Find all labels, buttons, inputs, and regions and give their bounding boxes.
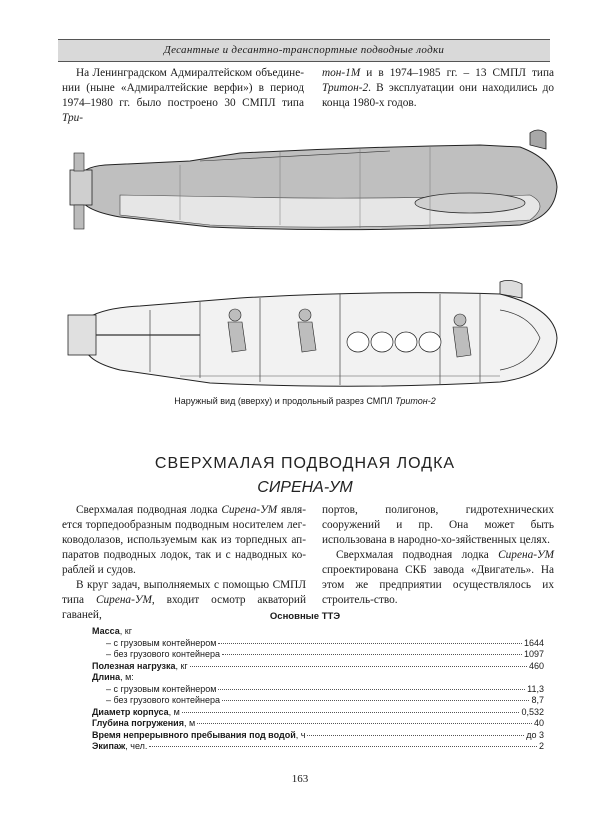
spec-row: Время непрерывного пребывания под водой,…: [92, 729, 544, 740]
body-paragraph: Сверхмалая подводная лодка Сирена-УМ явл…: [62, 504, 306, 576]
spec-row: Экипаж, чел.2: [92, 741, 544, 751]
section-subtitle: СИРЕНА-УМ: [257, 479, 353, 496]
body-left-column: Сверхмалая подводная лодка Сирена-УМ явл…: [62, 503, 306, 623]
page-number: 163: [291, 773, 309, 785]
body-paragraph: портов, полигонов, гидротехнических соор…: [322, 504, 554, 546]
figure-caption: Наружный вид (вверху) и продольный разре…: [174, 396, 436, 406]
spec-row: Длина, м:: [92, 672, 134, 682]
section-title: СВЕРХМАЛАЯ ПОДВОДНАЯ ЛОДКА: [154, 455, 456, 472]
spec-row: Масса, кг: [92, 626, 132, 636]
submarine-cutaway-drawing: [67, 280, 558, 387]
running-head: Десантные и десантно-транспортные подвод…: [58, 39, 550, 62]
intro-paragraph-continued: тон-1М и в 1974–1985 гг. – 13 СМПЛ типа …: [322, 67, 554, 109]
body-paragraph: В круг задач, выполняемых с помощью СМПЛ…: [62, 579, 306, 621]
body-paragraph: Сверхмалая подводная лодка Сирена-УМ спр…: [322, 549, 554, 606]
intro-right-column: тон-1М и в 1974–1985 гг. – 13 СМПЛ типа …: [322, 66, 554, 111]
body-right-column: портов, полигонов, гидротехнических соор…: [322, 503, 554, 608]
specs-title: Основные ТТЭ: [269, 611, 341, 622]
intro-left-column: На Ленинградском Адмиралтейском объедине…: [62, 66, 304, 126]
intro-paragraph: На Ленинградском Адмиралтейском объедине…: [62, 67, 304, 124]
submarine-exterior-drawing: [69, 129, 558, 231]
